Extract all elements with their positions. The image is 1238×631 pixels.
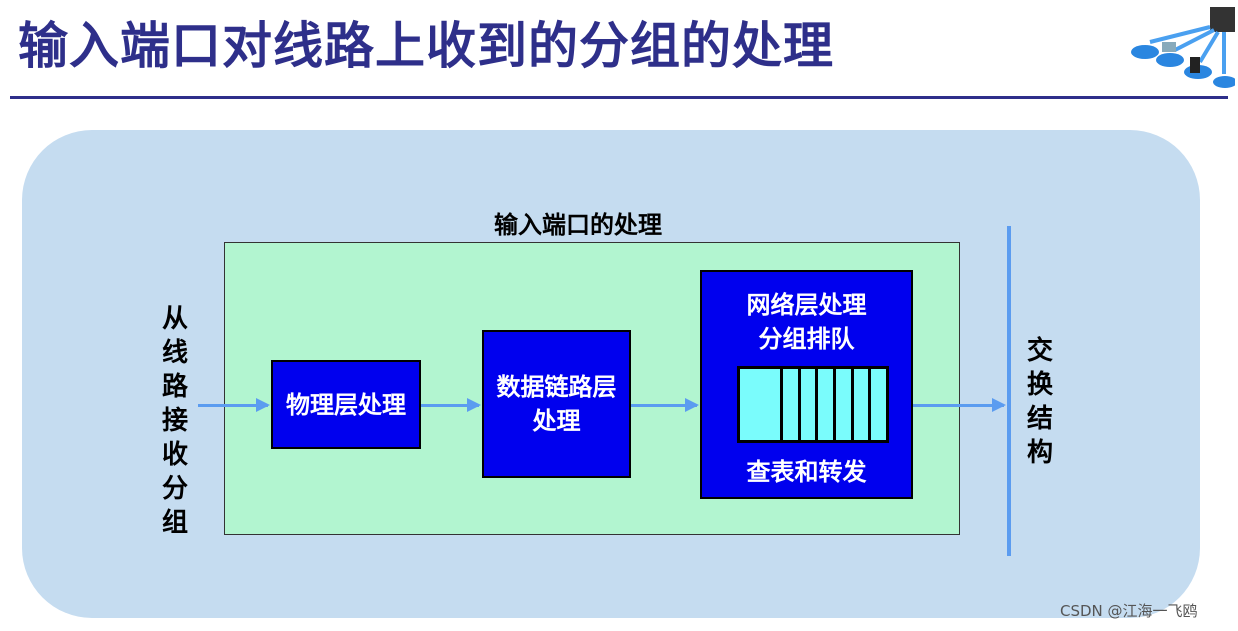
queue-slot — [800, 369, 816, 440]
datalink-label: 数据链路层 — [496, 373, 617, 401]
input-port-label: 输入端口的处理 — [494, 211, 662, 239]
title-divider — [10, 96, 1228, 99]
arrow — [198, 398, 270, 412]
line-input-label: 从线路接收分组 — [161, 304, 188, 538]
network-layer-label: 网络层处理 — [746, 291, 867, 319]
physical-layer-label: 物理层处理 — [286, 390, 406, 419]
network-icon — [1131, 7, 1235, 88]
queue-slot — [818, 369, 834, 440]
queue-slot — [853, 369, 869, 440]
queue-label: 分组排队 — [758, 325, 855, 353]
watermark: CSDN @江海一飞鸥 — [1060, 602, 1198, 620]
queue-slot — [783, 369, 798, 440]
queue-slot — [836, 369, 851, 440]
datalink-layer-box: 数据链路层处理 — [482, 330, 631, 478]
physical-layer-box: 物理层处理 — [271, 360, 421, 449]
lookup-forward-label: 查表和转发 — [746, 458, 867, 486]
queue-slot — [740, 369, 780, 440]
queue-slot — [871, 369, 887, 440]
arrow — [421, 398, 481, 412]
arrow — [631, 398, 699, 412]
page-title: 输入端口对线路上收到的分组的处理 — [18, 17, 834, 75]
switch-fabric-label: 交换结构 — [1026, 336, 1053, 468]
arrow — [913, 398, 1006, 412]
switch-fabric-bar — [1007, 226, 1011, 556]
packet-queue — [737, 366, 889, 443]
datalink-label: 处理 — [532, 407, 581, 435]
